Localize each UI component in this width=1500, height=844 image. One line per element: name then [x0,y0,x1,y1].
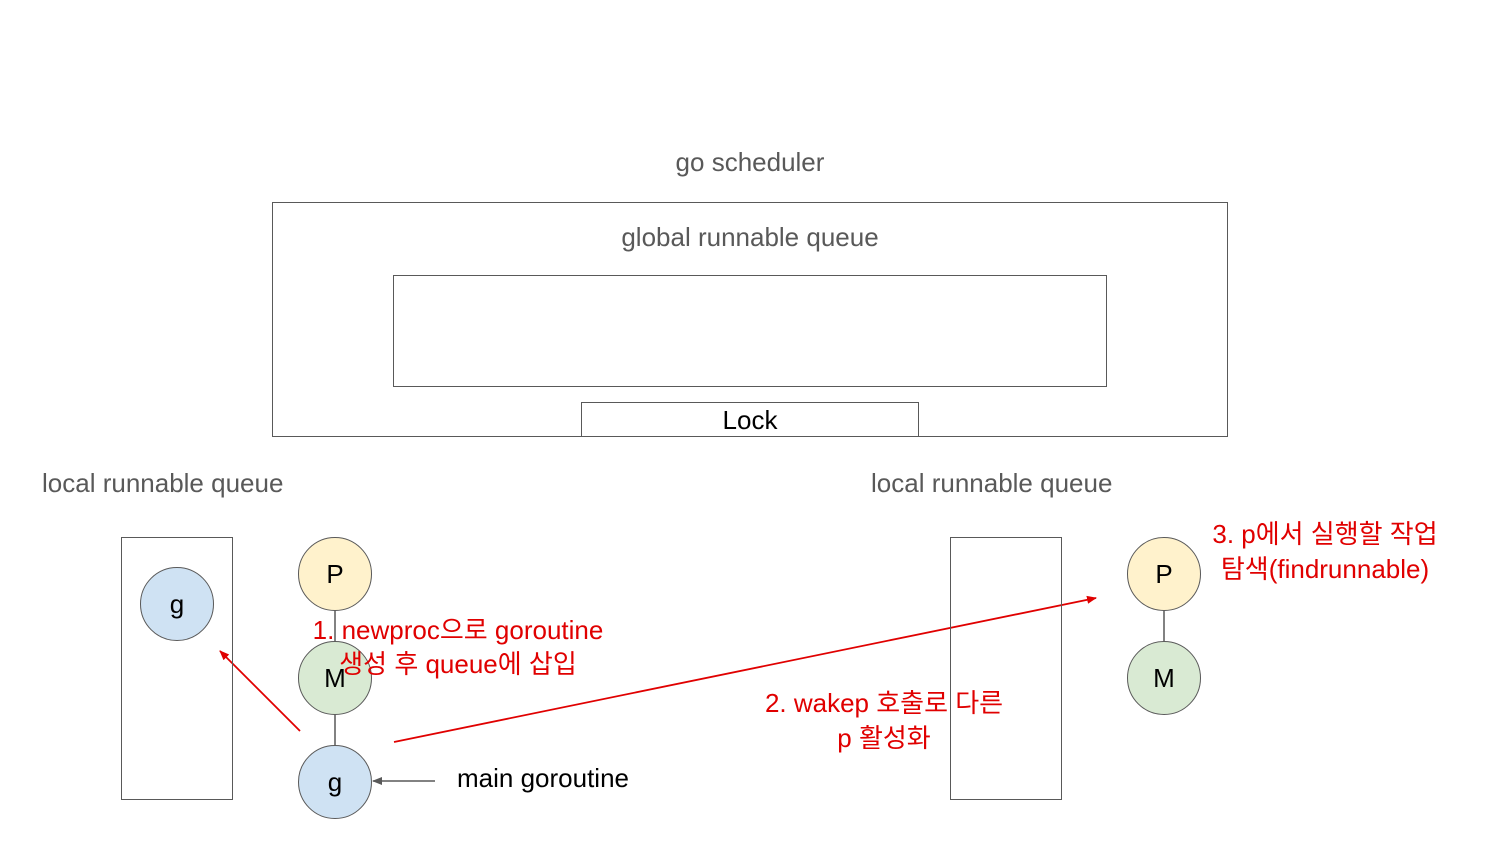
left-m-label: M [324,662,346,693]
right-local-queue [950,537,1062,800]
step3-annotation-line2: 탐색(findrunnable) [1220,554,1430,584]
main-goroutine-label: main goroutine [457,763,629,793]
lock-label: Lock [722,405,778,435]
queued-goroutine-label: g [169,588,185,619]
diagram-title: go scheduler [675,147,825,177]
step2-annotation-line2: p 활성화 [837,723,931,753]
global-queue-label: global runnable queue [621,222,879,252]
step2-annotation-line1: 2. wakep 호출로 다른 [764,688,1004,718]
left-local-queue-label: local runnable queue [42,468,284,498]
left-local-queue [121,537,233,800]
main-g-label: g [327,766,343,797]
step1-annotation-line2: 생성 후 queue에 삽입 [339,649,577,679]
step3-annotation-line1: 3. p에서 실행할 작업 [1212,519,1438,549]
left-p-label: P [326,558,344,589]
main-g-node: g [298,745,372,819]
right-m-label: M [1153,662,1175,693]
global-queue-slot [393,275,1107,387]
right-m-node: M [1127,641,1201,715]
right-p-node: P [1127,537,1201,611]
left-m-node: M [298,641,372,715]
left-p-node: P [298,537,372,611]
lock-box [581,402,919,437]
right-p-label: P [1155,558,1173,589]
queued-goroutine: g [140,567,214,641]
right-local-queue-label: local runnable queue [871,468,1113,498]
step1-annotation-line1: 1. newproc으로 goroutine [312,615,604,645]
